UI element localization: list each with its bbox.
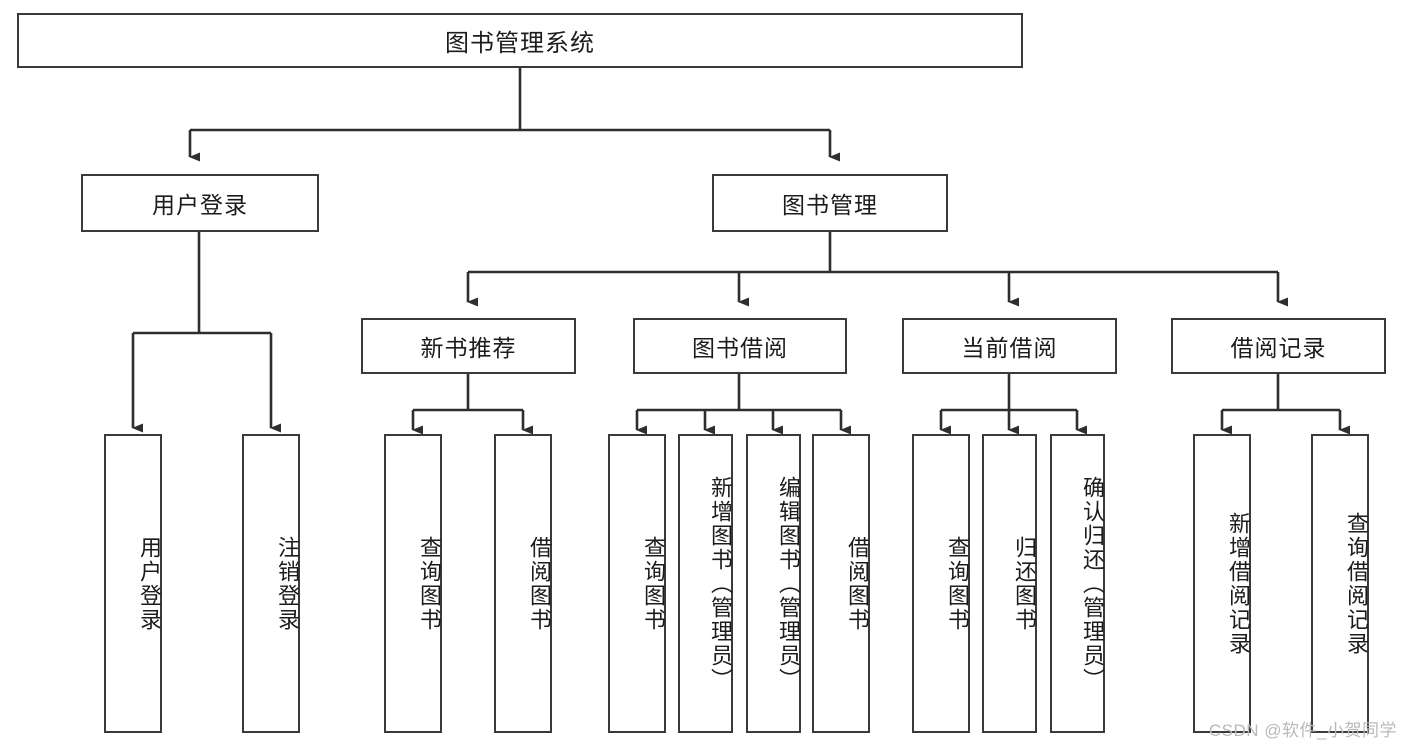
leaf-borrow-query-book[interactable]: 查询图书 <box>608 434 666 733</box>
leaf-current-return-book[interactable]: 归还图书 <box>982 434 1037 733</box>
leaf-new-book-borrow[interactable]: 借阅图书 <box>494 434 552 733</box>
node-new-book-recommend[interactable]: 新书推荐 <box>361 318 576 374</box>
node-root-system[interactable]: 图书管理系统 <box>17 13 1023 68</box>
node-borrow-record[interactable]: 借阅记录 <box>1171 318 1386 374</box>
leaf-record-query[interactable]: 查询借阅记录 <box>1311 434 1369 733</box>
leaf-new-book-query[interactable]: 查询图书 <box>384 434 442 733</box>
node-book-borrow[interactable]: 图书借阅 <box>633 318 847 374</box>
node-user-login[interactable]: 用户登录 <box>81 174 319 232</box>
node-book-management[interactable]: 图书管理 <box>712 174 948 232</box>
node-current-borrow[interactable]: 当前借阅 <box>902 318 1117 374</box>
leaf-user-login[interactable]: 用户登录 <box>104 434 162 733</box>
leaf-borrow-add-book-admin[interactable]: 新增图书（管理员） <box>678 434 733 733</box>
leaf-borrow-borrow-book[interactable]: 借阅图书 <box>812 434 870 733</box>
leaf-borrow-edit-book-admin[interactable]: 编辑图书（管理员） <box>746 434 801 733</box>
leaf-current-confirm-return-admin[interactable]: 确认归还（管理员） <box>1050 434 1105 733</box>
leaf-current-query-book[interactable]: 查询图书 <box>912 434 970 733</box>
leaf-record-add[interactable]: 新增借阅记录 <box>1193 434 1251 733</box>
leaf-logout[interactable]: 注销登录 <box>242 434 300 733</box>
